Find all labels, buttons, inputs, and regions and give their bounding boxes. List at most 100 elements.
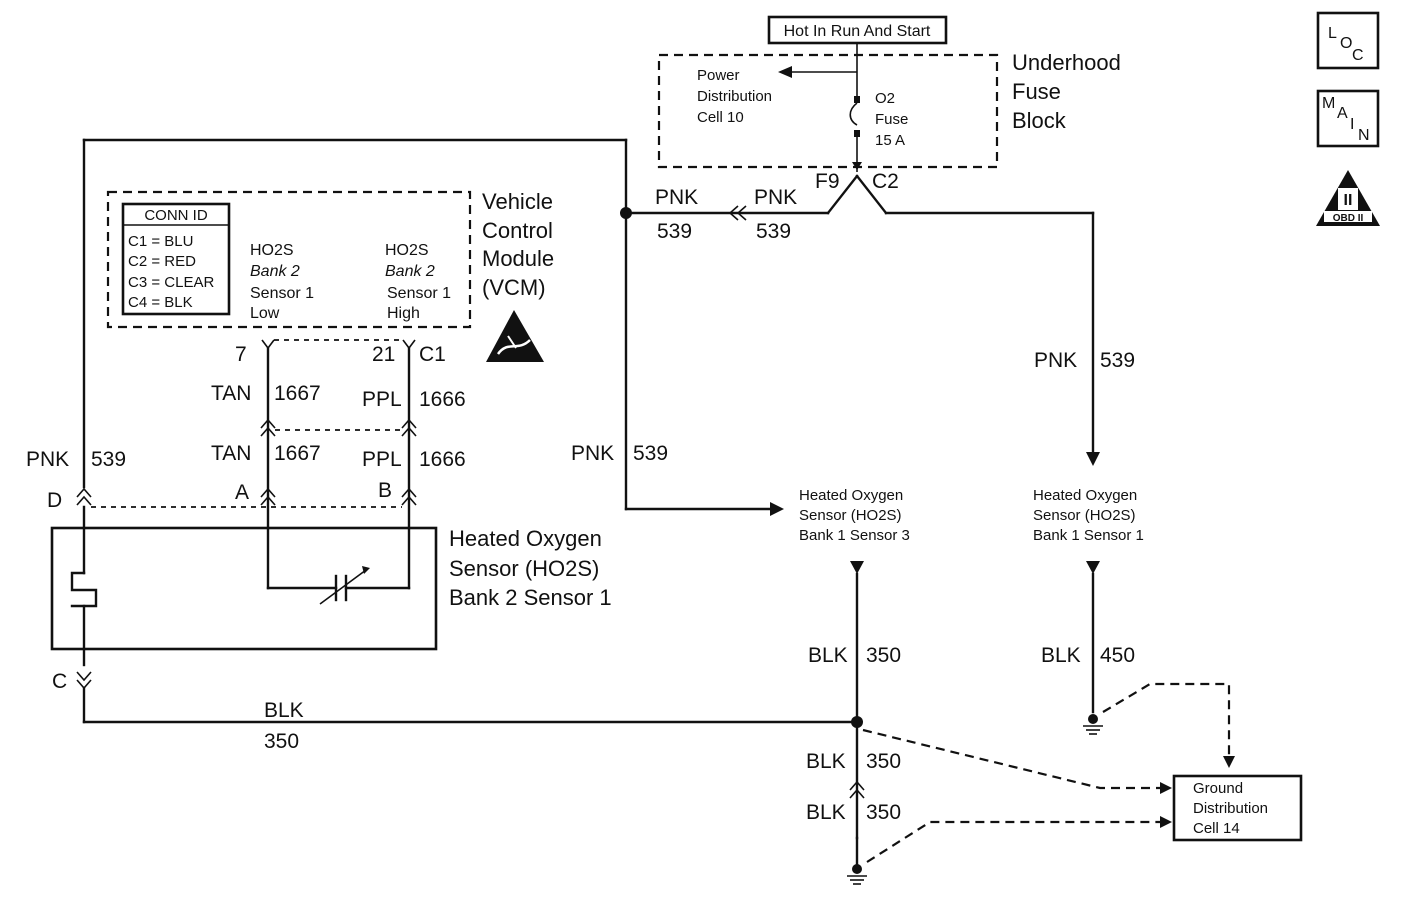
blk-s3-circuit: 350	[866, 644, 901, 667]
pnk-right-circuit: 539	[1100, 349, 1135, 372]
conn-id-c2: C2 = RED	[128, 253, 196, 270]
pin-b-label: B	[378, 479, 392, 502]
low-pin-label-4: Low	[250, 305, 280, 322]
main-icon[interactable]: M A I N	[1316, 89, 1380, 148]
low-pin-label-1: HO2S	[250, 242, 294, 259]
obd-label: OBD II	[1333, 213, 1364, 224]
pdc-label-3: Cell 10	[697, 109, 744, 126]
high-pin-label-4: High	[387, 305, 420, 322]
conn-id-c1: C1 = BLU	[128, 233, 193, 250]
main-icon-a: A	[1337, 105, 1348, 122]
obd-numeral: II	[1344, 192, 1353, 209]
main-icon-i: I	[1350, 116, 1354, 133]
fuse-icon	[849, 102, 858, 126]
tan-1667-wire: TAN 1667 TAN 1667 A	[211, 346, 321, 590]
sensor-b1s1-title-3: Bank 1 Sensor 1	[1033, 527, 1144, 544]
pnk-center-circuit: 539	[633, 442, 668, 465]
ppl-upper-circuit: 1666	[419, 388, 466, 411]
main-icon-m: M	[1322, 95, 1335, 112]
tan-upper-circuit: 1667	[274, 382, 321, 405]
esd-warning-icon	[486, 310, 544, 362]
blk-bottom-color: BLK	[264, 699, 304, 722]
power-source-label: Hot In Run And Start	[784, 23, 931, 40]
pin-a-label: A	[235, 481, 249, 504]
pnk-right-color: PNK	[1034, 349, 1077, 372]
pnk-center-color: PNK	[571, 442, 614, 465]
sensor-b1s3-title-1: Heated Oxygen	[799, 487, 903, 504]
ground-icon	[1083, 714, 1103, 735]
high-pin-label-1: HO2S	[385, 242, 429, 259]
sensor-b1s1: Heated Oxygen Sensor (HO2S) Bank 1 Senso…	[1033, 487, 1144, 735]
conn-id-c3: C3 = CLEAR	[128, 274, 214, 291]
connector-icon	[728, 205, 747, 221]
pnk-mid-color: PNK	[754, 186, 797, 209]
pnk-left-circuit: 539	[91, 448, 126, 471]
obd-ii-icon[interactable]: II OBD II	[1316, 170, 1380, 226]
pin-f9-label: F9	[815, 170, 840, 193]
low-pin-label-2: Bank 2	[250, 263, 300, 280]
tan-upper-color: TAN	[211, 382, 251, 405]
pin-c2-label: C2	[872, 170, 899, 193]
blk-350-bottom-wire: C BLK 350	[52, 670, 859, 753]
pin-d-label: D	[47, 489, 62, 512]
power-source-box: Hot In Run And Start	[767, 15, 948, 45]
ppl-lower-circuit: 1666	[419, 448, 466, 471]
connector-icon	[849, 780, 865, 799]
blk-s1-circuit: 450	[1100, 644, 1135, 667]
blk-g2-color: BLK	[806, 801, 846, 824]
pdc-label-2: Distribution	[697, 88, 772, 105]
connector-icon	[260, 418, 276, 437]
sensor-b1s1-title-2: Sensor (HO2S)	[1033, 507, 1136, 524]
ppl-lower-color: PPL	[362, 448, 402, 471]
conn-id-table: CONN ID C1 = BLU C2 = RED C3 = CLEAR C4 …	[121, 202, 231, 316]
loc-icon-o: O	[1340, 35, 1352, 52]
pdc-arrow-icon	[778, 66, 792, 78]
blk-g1-color: BLK	[806, 750, 846, 773]
tan-lower-color: TAN	[211, 442, 251, 465]
loc-icon[interactable]: L O C	[1316, 11, 1380, 70]
loc-icon-l: L	[1328, 25, 1337, 42]
conn-id-c4: C4 = BLK	[128, 294, 193, 311]
pin-c-label: C	[52, 670, 67, 693]
sensor-b1s3-title-3: Bank 1 Sensor 3	[799, 527, 910, 544]
main-icon-n: N	[1358, 127, 1370, 144]
vcm-title-1: Vehicle	[482, 189, 553, 214]
pnk-539-top-wire: PNK 539 PNK 539	[620, 186, 830, 243]
vcm-connector-c1: 7 21 C1	[235, 339, 446, 366]
pnk-top-circuit-left: 539	[657, 220, 692, 243]
pin-7-label: 7	[235, 343, 247, 366]
fuse-label-2: Fuse	[875, 111, 908, 128]
sensor-b2s1-title-2: Sensor (HO2S)	[449, 556, 599, 581]
connector-icon	[76, 671, 92, 690]
ground-icon	[847, 836, 867, 885]
connector-icon	[401, 487, 417, 506]
vcm-title-2: Control	[482, 218, 553, 243]
ground-dist-title-3: Cell 14	[1193, 820, 1240, 837]
vcm-title-3: Module	[482, 246, 554, 271]
conn-id-title: CONN ID	[144, 207, 208, 224]
connector-c1-label: C1	[419, 343, 446, 366]
low-pin-label-3: Sensor 1	[250, 285, 314, 302]
sensor-b1s1-title-1: Heated Oxygen	[1033, 487, 1137, 504]
sensor-b1s3: Heated Oxygen Sensor (HO2S) Bank 1 Senso…	[799, 487, 910, 885]
blk-bottom-circuit: 350	[264, 730, 299, 753]
pnk-539-right-wire: PNK 539	[884, 211, 1135, 466]
tan-lower-circuit: 1667	[274, 442, 321, 465]
pnk-539-loop-wire: PNK 539 D	[26, 138, 628, 512]
sensor-b2s1: Heated Oxygen Sensor (HO2S) Bank 2 Senso…	[50, 505, 612, 667]
connector-icon	[260, 487, 276, 506]
sensor-b2s1-title-1: Heated Oxygen	[449, 526, 602, 551]
sensor-b1s3-title-2: Sensor (HO2S)	[799, 507, 902, 524]
splice-dot-icon	[851, 716, 863, 728]
pnk-top-color-left: PNK	[655, 186, 698, 209]
fuse-block-title-1: Underhood	[1012, 50, 1121, 75]
pdc-label-1: Power	[697, 67, 740, 84]
fuse-label-3: 15 A	[875, 132, 905, 149]
vcm-module: Vehicle Control Module (VCM) CONN ID C1 …	[106, 189, 554, 329]
fuse-feed-wire: F9 C2	[778, 43, 899, 215]
blk-g1-circuit: 350	[866, 750, 901, 773]
pnk-mid-circuit: 539	[756, 220, 791, 243]
pin-21-label: 21	[372, 343, 395, 366]
pnk-left-color: PNK	[26, 448, 69, 471]
blk-g2-circuit: 350	[866, 801, 901, 824]
